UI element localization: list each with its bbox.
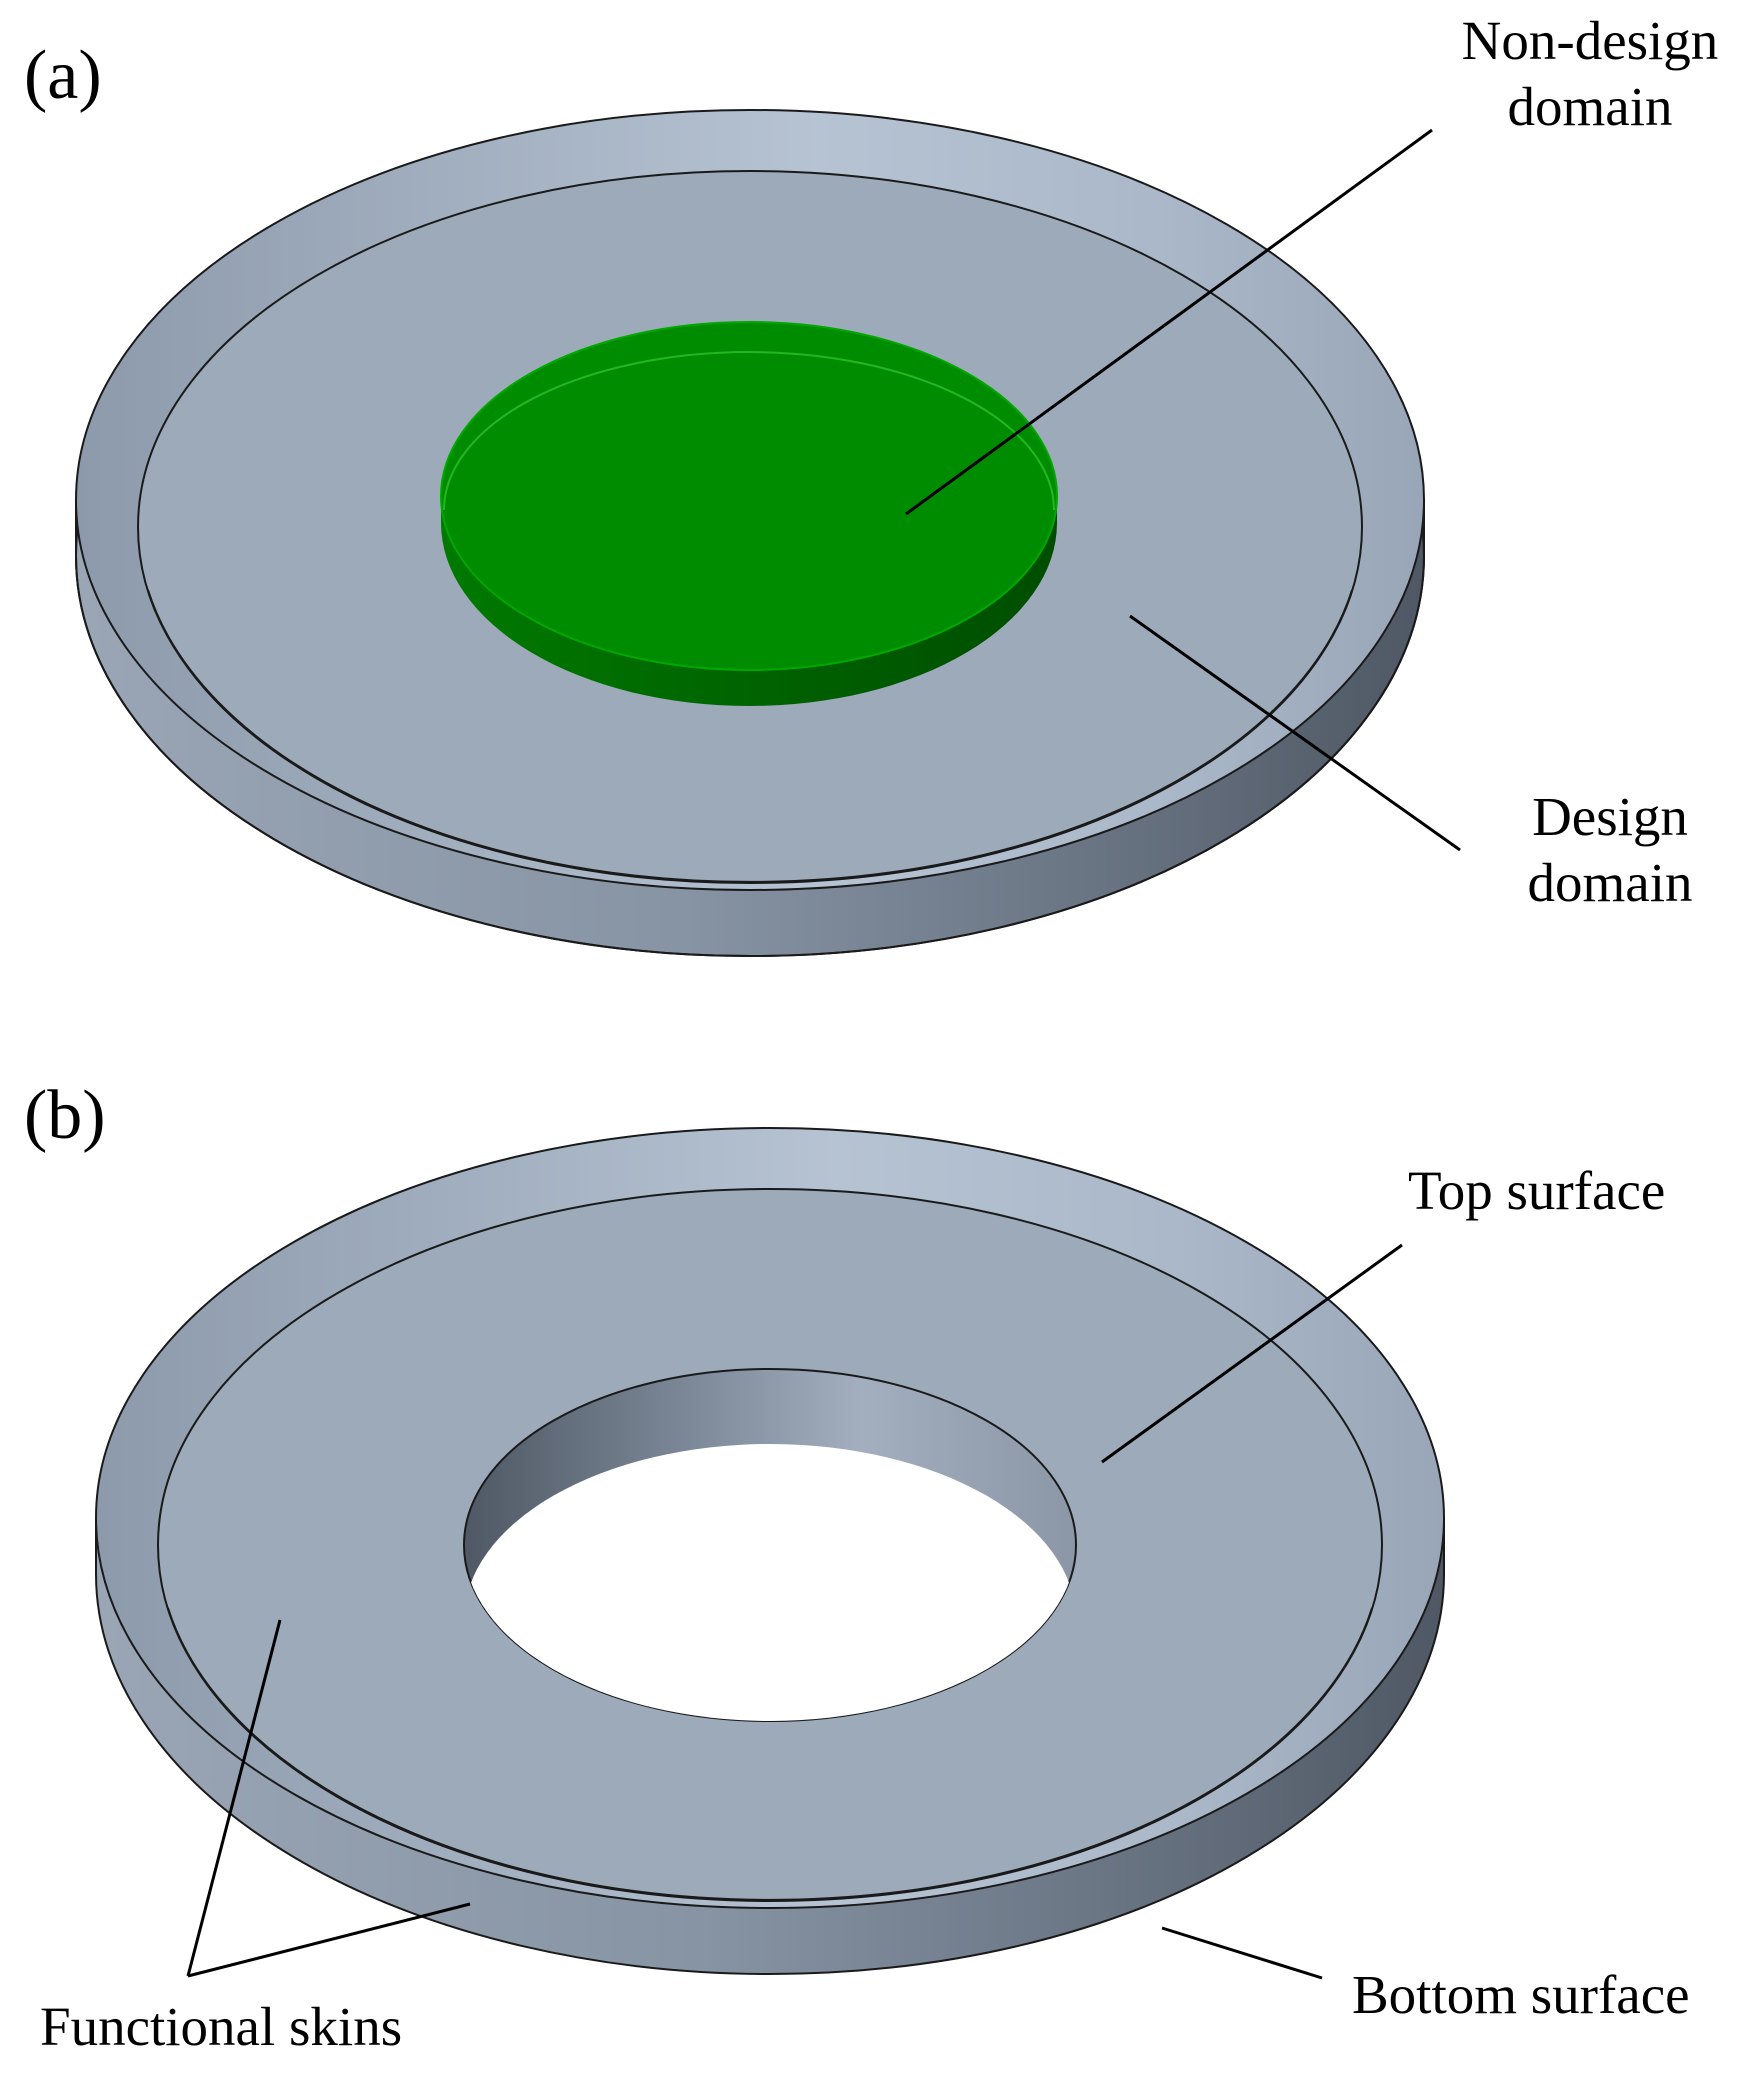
plate-a-bottom-edge bbox=[75, 500, 1425, 957]
leader-top-surface bbox=[1101, 1243, 1403, 1464]
design-label-line2: domain bbox=[1527, 852, 1693, 913]
plate-a-skin-line bbox=[147, 589, 1353, 883]
non-design-domain-top bbox=[440, 321, 1058, 671]
bottom-surface-label: Bottom surface bbox=[1352, 1964, 1690, 2025]
leader-non-design bbox=[905, 128, 1433, 516]
plate-b-skin-line bbox=[167, 1607, 1373, 1901]
panel-b-label: (b) bbox=[24, 1077, 106, 1154]
non-design-label-line2: domain bbox=[1507, 76, 1673, 137]
panel-a-label: (a) bbox=[24, 37, 102, 114]
design-domain-label: Design domain bbox=[1490, 784, 1730, 916]
leader-bottom-surface bbox=[1161, 1926, 1323, 1980]
non-design-domain bbox=[440, 321, 1058, 706]
non-design-label-line1: Non-design bbox=[1461, 10, 1719, 71]
top-surface-label: Top surface bbox=[1408, 1160, 1666, 1221]
non-design-domain-label: Non-design domain bbox=[1430, 8, 1750, 140]
leader-design bbox=[1129, 614, 1461, 852]
non-design-domain-inner-edge bbox=[443, 351, 1055, 511]
functional-skins-label: Functional skins bbox=[40, 1996, 403, 2057]
design-label-line1: Design bbox=[1532, 786, 1688, 847]
leader-skins-a bbox=[186, 1619, 282, 1977]
leader-skins-b bbox=[187, 1902, 471, 1978]
leader-lines bbox=[186, 128, 1461, 1980]
